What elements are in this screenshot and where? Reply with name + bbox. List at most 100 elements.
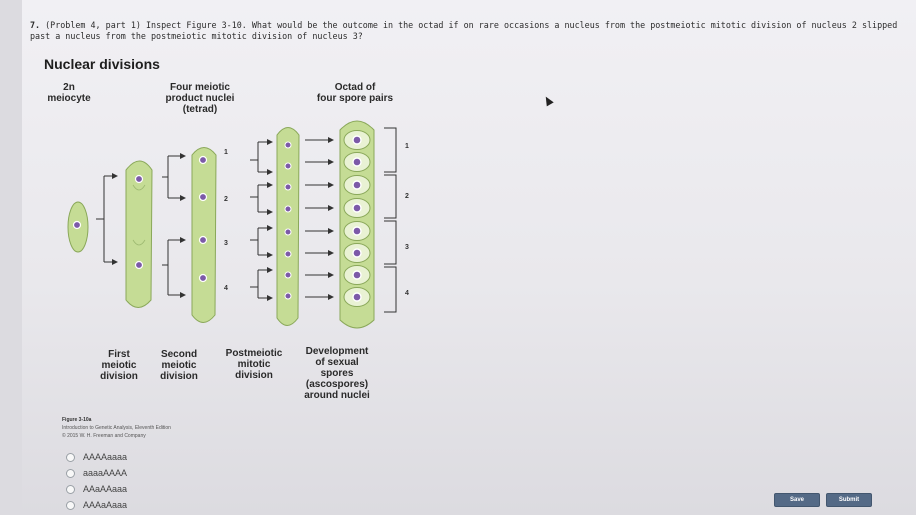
radio-button[interactable] xyxy=(66,500,75,510)
postmeiotic-nucleus xyxy=(284,162,292,170)
radio-button[interactable] xyxy=(66,452,75,462)
radio-button[interactable] xyxy=(66,468,75,478)
arrowhead xyxy=(328,294,334,300)
left-margin xyxy=(0,0,22,515)
tetrad-number-4: 4 xyxy=(224,285,228,292)
save-button[interactable]: Save xyxy=(774,493,820,507)
header-tetrad-text: Four meiotic product nuclei (tetrad) xyxy=(165,82,235,115)
first-division-nucleus-top xyxy=(134,174,144,184)
tetrad-number-2: 2 xyxy=(224,196,228,203)
arrowhead xyxy=(328,182,334,188)
postmeiotic-nucleus xyxy=(284,205,292,213)
arrowhead xyxy=(180,153,186,159)
ascospore-nucleus xyxy=(352,292,362,302)
tetrad-nucleus-4 xyxy=(198,273,208,283)
header-octad-text: Octad of four spore pairs xyxy=(316,82,394,104)
octad-number-2: 2 xyxy=(405,193,409,200)
octad-number-1: 1 xyxy=(405,143,409,150)
answer-option[interactable]: AAAaAaaa xyxy=(66,497,127,513)
answer-option[interactable]: aaaaAAAA xyxy=(66,465,127,481)
first-division-ascus xyxy=(125,160,153,308)
arrowhead xyxy=(328,137,334,143)
ascospore-nucleus xyxy=(352,180,362,190)
ascospore-nucleus xyxy=(352,270,362,280)
arrowhead xyxy=(180,195,186,201)
octad-number-4: 4 xyxy=(405,290,409,297)
submit-button[interactable]: Submit xyxy=(826,493,872,507)
arrowhead xyxy=(328,205,334,211)
arrowhead xyxy=(267,169,273,175)
caption-book: Introduction to Genetic Analysis, Eleven… xyxy=(62,425,171,431)
arrowhead xyxy=(328,250,334,256)
caption-copyright: © 2015 W. H. Freeman and Company xyxy=(62,433,146,439)
header-octad: Octad of four spore pairs xyxy=(305,82,405,104)
bracket-post-3 xyxy=(250,227,271,256)
tetrad-nucleus-1 xyxy=(198,155,208,165)
answer-option-label: AAAaAaaa xyxy=(83,500,128,510)
label-second-meiotic-division: Second meiotic division xyxy=(160,349,198,382)
postmeiotic-nuclei xyxy=(284,141,292,300)
postmeiotic-nucleus xyxy=(284,228,292,236)
arrowhead xyxy=(328,272,334,278)
answer-option[interactable]: AAAAaaaa xyxy=(66,449,127,465)
answer-option-label: AAAAaaaa xyxy=(83,452,128,462)
arrowhead xyxy=(180,237,186,243)
bracket-first-division xyxy=(96,175,116,263)
question-prompt: 7. (Problem 4, part 1) Inspect Figure 3-… xyxy=(30,20,900,42)
header-meiocyte-text: 2n meiocyte xyxy=(47,82,91,104)
arrowhead xyxy=(267,182,273,188)
ascospore-nucleus xyxy=(352,226,362,236)
answer-options: AAAAaaaa aaaaAAAA AAaAAaaa AAAaAaaa xyxy=(66,449,127,513)
ascospore-nuclei xyxy=(352,135,362,302)
octad-number-3: 3 xyxy=(405,244,409,251)
question-number: 7. xyxy=(30,20,41,30)
tetrad-nucleus-2 xyxy=(198,192,208,202)
first-division-nucleus-bottom xyxy=(134,260,144,270)
ascospore-nucleus xyxy=(352,157,362,167)
label-postmeiotic-mitotic-division: Postmeiotic mitotic division xyxy=(225,348,283,381)
octad-pair-bracket-1 xyxy=(384,127,397,173)
tetrad-number-3: 3 xyxy=(224,240,228,247)
bracket-post-1 xyxy=(250,141,271,173)
first-division-spindle-bottom xyxy=(132,239,146,246)
label-development-of-spores: Development of sexual spores (ascospores… xyxy=(304,346,370,401)
arrowhead xyxy=(328,228,334,234)
postmeiotic-nucleus xyxy=(284,292,292,300)
figure-caption: Figure 3-10a Introduction to Genetic Ana… xyxy=(62,416,171,440)
answer-option-label: aaaaAAAA xyxy=(83,468,128,478)
octad-pair-bracket-3 xyxy=(384,220,397,265)
caption-title: Figure 3-10a xyxy=(62,417,92,423)
division-arrows xyxy=(96,127,397,313)
arrowhead xyxy=(267,225,273,231)
ascospore-nucleus xyxy=(352,203,362,213)
ascospore-nucleus xyxy=(352,135,362,145)
header-meiocyte: 2n meiocyte xyxy=(44,82,94,104)
postmeiotic-nucleus xyxy=(284,250,292,258)
arrowhead xyxy=(267,252,273,258)
postmeiotic-ascus xyxy=(276,127,300,326)
label-first-meiotic-division: First meiotic division xyxy=(100,349,138,382)
arrowhead xyxy=(267,295,273,301)
arrowhead xyxy=(267,209,273,215)
arrowhead xyxy=(112,259,118,265)
header-tetrad: Four meiotic product nuclei (tetrad) xyxy=(150,82,250,115)
arrowhead xyxy=(328,159,334,165)
question-text: (Problem 4, part 1) Inspect Figure 3-10.… xyxy=(30,20,898,41)
octad-pair-bracket-4 xyxy=(384,266,397,313)
arrowhead xyxy=(112,173,118,179)
bracket-post-2 xyxy=(250,184,271,213)
tetrad-nucleus-3 xyxy=(198,235,208,245)
arrowhead xyxy=(267,267,273,273)
radio-button[interactable] xyxy=(66,484,75,494)
postmeiotic-nucleus xyxy=(284,183,292,191)
second-division-ascus xyxy=(191,147,217,323)
tetrad-number-1: 1 xyxy=(224,149,228,156)
first-division-spindle-top xyxy=(132,184,146,191)
meiocyte-nucleus xyxy=(72,220,82,230)
answer-option[interactable]: AAaAAaaa xyxy=(66,481,127,497)
ascospore-nucleus xyxy=(352,248,362,258)
octad-pair-bracket-2 xyxy=(384,174,397,219)
bracket-second-division-top xyxy=(162,155,184,199)
